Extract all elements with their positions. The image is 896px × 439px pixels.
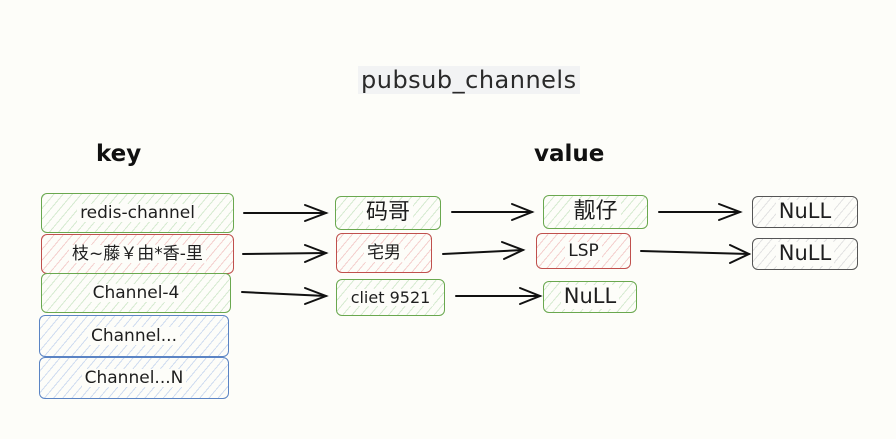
value-node: LSP <box>536 233 631 269</box>
key-header: key <box>96 141 142 167</box>
null-node: NuLL <box>752 238 858 270</box>
null-node: NuLL <box>543 281 637 313</box>
arrow <box>243 204 329 222</box>
key-label: Channel...N <box>81 368 187 388</box>
value-node-label: NuLL <box>775 200 835 224</box>
arrow <box>442 241 526 260</box>
key-box: redis-channel <box>41 193 234 233</box>
key-box: Channel...N <box>39 357 229 399</box>
key-label: Channel... <box>87 326 180 346</box>
key-box: Channel... <box>39 315 229 357</box>
arrow <box>242 244 329 263</box>
value-node-label: LSP <box>565 241 602 261</box>
value-node: 靓仔 <box>543 195 648 229</box>
value-node-label: cliet 9521 <box>347 289 434 307</box>
value-node-label: 靓仔 <box>570 199 621 225</box>
diagram-title: pubsub_channels <box>358 66 580 94</box>
value-node: 宅男 <box>336 233 432 273</box>
value-node: 码哥 <box>335 196 441 230</box>
key-label: redis-channel <box>77 203 198 223</box>
arrow <box>455 287 543 305</box>
key-label: 枝~藤￥由*香-里 <box>69 244 206 264</box>
key-label: Channel-4 <box>89 283 183 303</box>
arrow <box>640 244 752 264</box>
value-node-label: 码哥 <box>362 200 413 226</box>
key-box: Channel-4 <box>41 273 231 313</box>
value-node: cliet 9521 <box>336 279 445 316</box>
value-node-label: 宅男 <box>364 243 404 263</box>
value-node-label: NuLL <box>775 242 835 266</box>
arrow <box>451 203 535 221</box>
value-header: value <box>534 141 605 167</box>
arrow <box>241 287 329 305</box>
null-node: NuLL <box>752 196 858 228</box>
arrow <box>658 203 743 221</box>
value-node-label: NuLL <box>560 285 620 309</box>
key-box: 枝~藤￥由*香-里 <box>41 234 234 274</box>
